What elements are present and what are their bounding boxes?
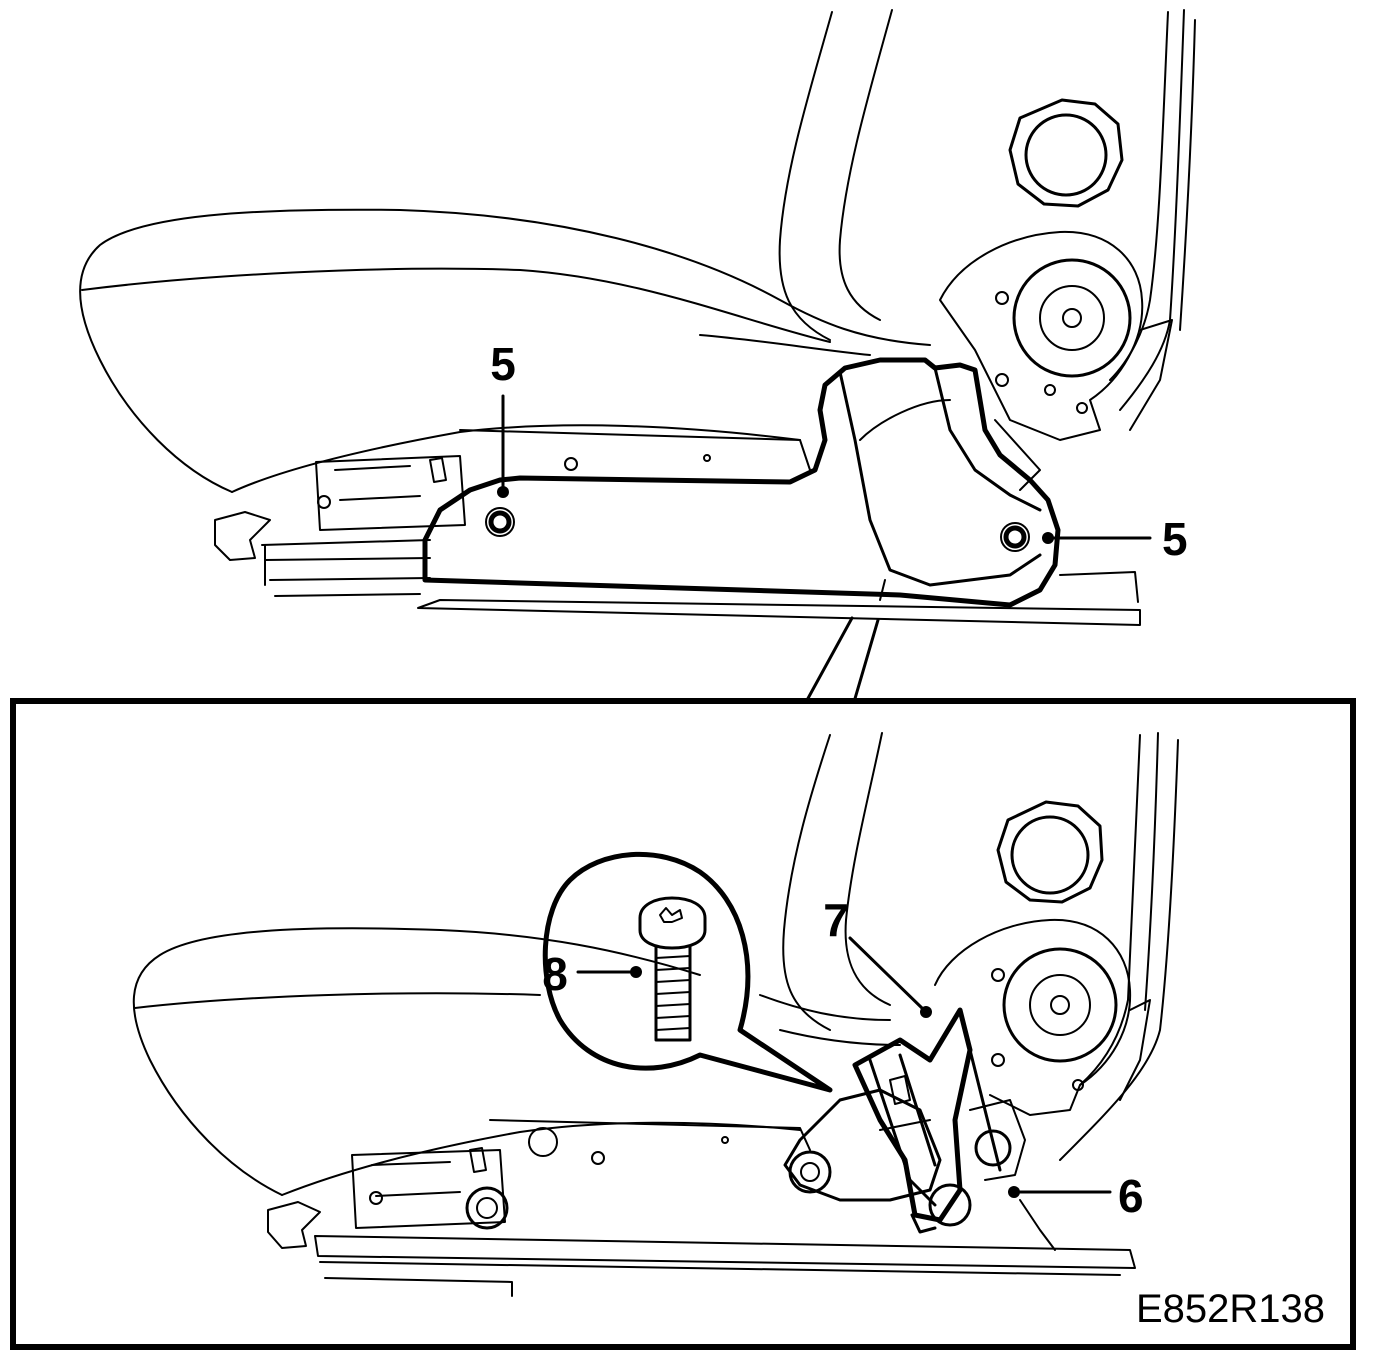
inset-seat-view: 8 7 6 bbox=[132, 732, 1179, 1297]
callout-dot bbox=[1008, 1186, 1020, 1198]
inset-callouts bbox=[576, 936, 1112, 1198]
callout-dot bbox=[1042, 532, 1054, 544]
callout-label-lower: 6 bbox=[1118, 1170, 1144, 1222]
inset-seat-rails bbox=[267, 1119, 1136, 1297]
top-seat-rails bbox=[214, 419, 1141, 626]
top-callouts bbox=[497, 394, 1152, 544]
callout-dot bbox=[630, 966, 642, 978]
top-backrest bbox=[778, 9, 1196, 411]
screw-detail-bubble bbox=[542, 851, 833, 1093]
callout-label-top-left: 5 bbox=[490, 338, 516, 390]
top-seat-view: 5 5 bbox=[79, 9, 1196, 626]
inset-connector bbox=[804, 616, 880, 704]
inset-frame bbox=[10, 698, 1356, 1350]
inset-backrest bbox=[782, 732, 1179, 1161]
callout-dot bbox=[920, 1006, 932, 1018]
top-octagon-knob bbox=[1008, 98, 1124, 208]
inset-octagon-knob bbox=[996, 800, 1104, 904]
inset-recliner-disc bbox=[934, 918, 1151, 1116]
figure-code: E852R138 bbox=[1136, 1287, 1325, 1331]
callout-label-upper: 7 bbox=[823, 894, 849, 946]
callout-label-top-right: 5 bbox=[1162, 513, 1188, 565]
callout-label-screw: 8 bbox=[542, 948, 568, 1000]
top-recliner-disc bbox=[939, 230, 1173, 441]
inset-seat-cushion bbox=[132, 927, 901, 1196]
torx-screw-icon bbox=[638, 896, 707, 1042]
callout-dot bbox=[497, 486, 509, 498]
top-side-cover bbox=[422, 357, 1061, 608]
top-seat-cushion bbox=[79, 208, 931, 493]
inset-release-lever bbox=[783, 1007, 1026, 1234]
